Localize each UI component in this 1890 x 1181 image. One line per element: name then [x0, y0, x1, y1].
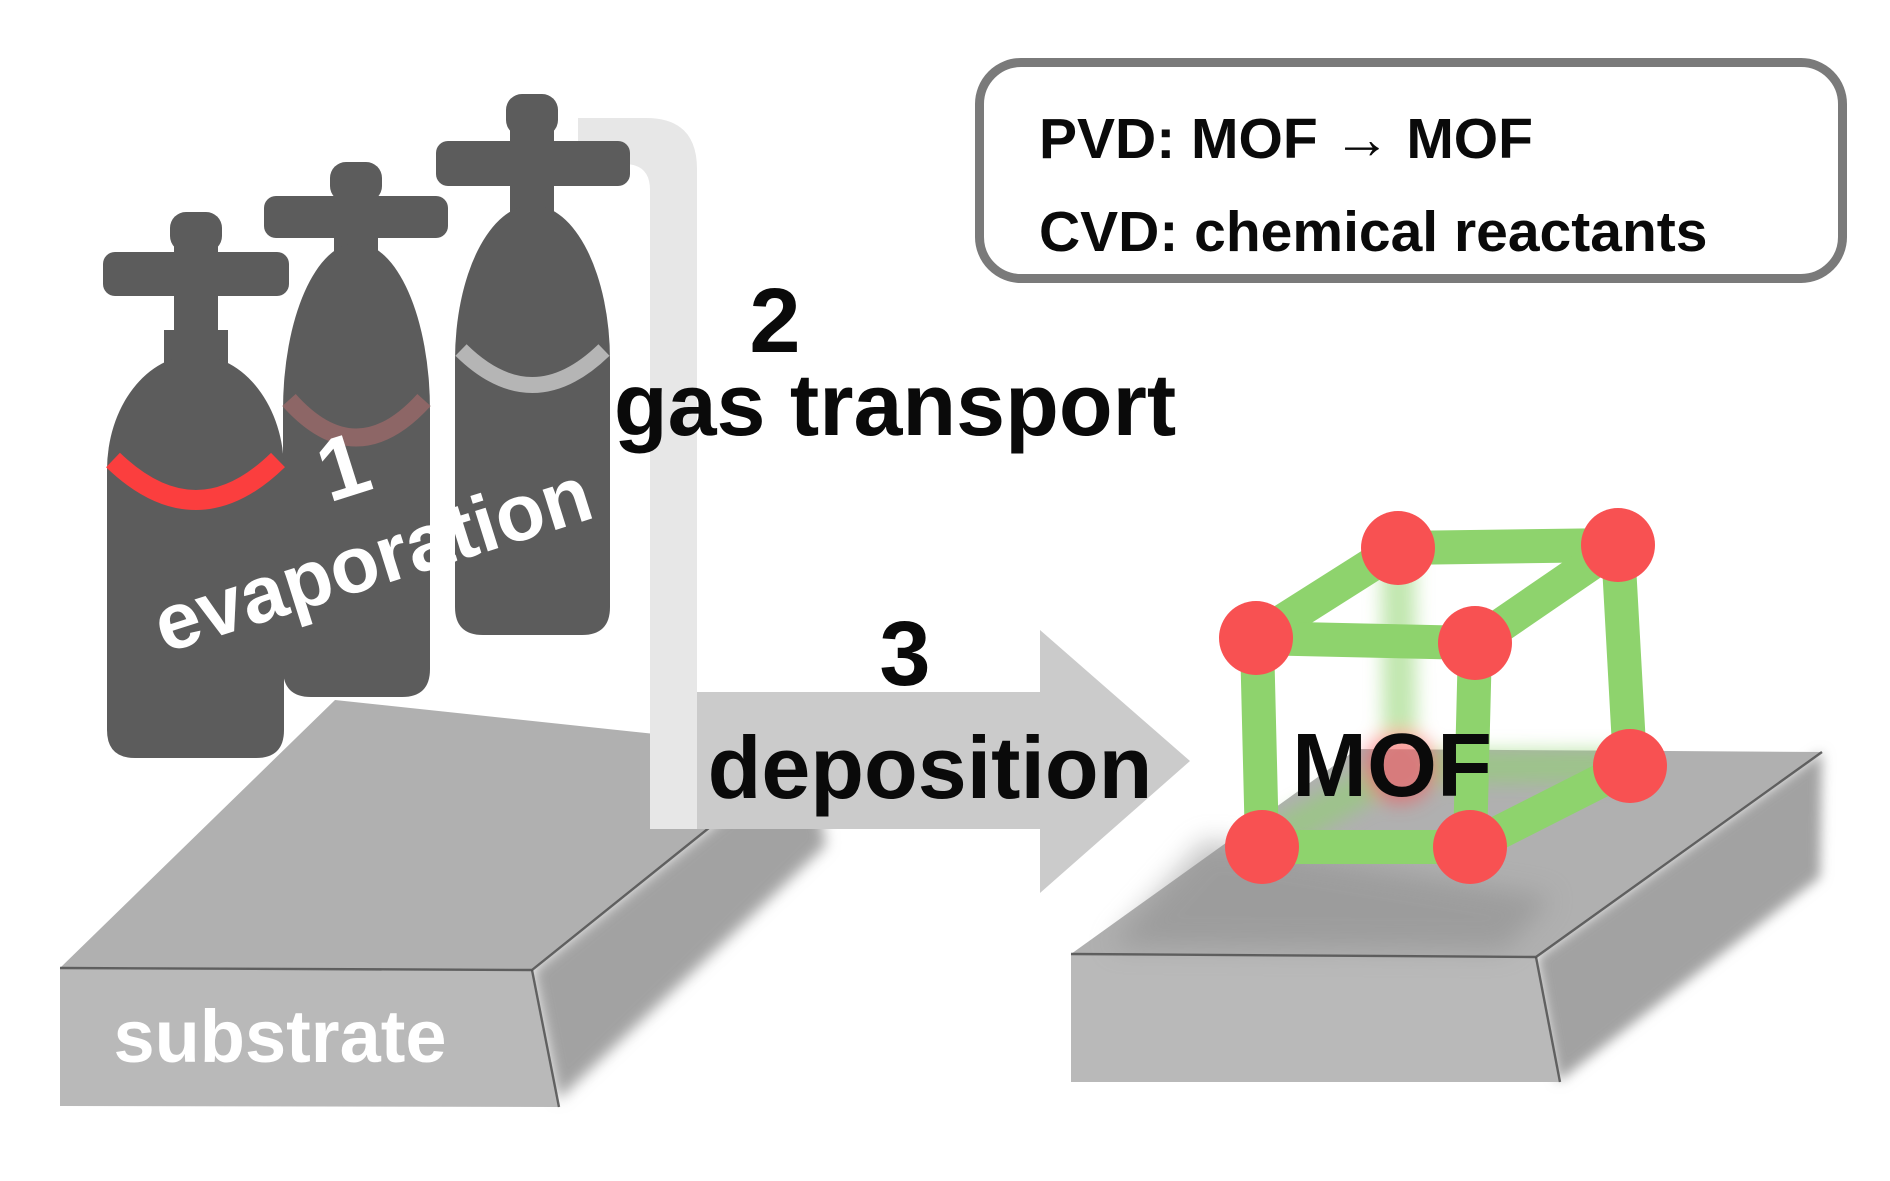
mof-cube	[1219, 508, 1667, 884]
substrate-left-top-face	[60, 700, 806, 970]
info-box-line-cvd: CVD: chemical reactants	[1039, 200, 1708, 264]
gas-pipe	[578, 118, 697, 829]
mof-label: MOF	[1292, 716, 1492, 816]
cylinder-body	[455, 205, 610, 636]
substrate-right-front-face	[1071, 954, 1560, 1082]
substrate-right-corner-edge	[1534, 956, 1562, 1083]
substrate-left-front-face	[60, 968, 559, 1107]
step2-label: gas transport	[614, 355, 1176, 454]
gas-cylinder-middle	[264, 162, 448, 697]
substrate-left-side-face	[532, 750, 826, 1100]
gas-cylinder-left	[103, 212, 289, 758]
metal-node	[1219, 601, 1293, 675]
gas-cylinders	[103, 94, 630, 758]
deposition-arrow	[697, 630, 1190, 893]
cylinder-ring	[106, 452, 285, 510]
step3-number: 3	[879, 603, 930, 705]
substrate-right-side-face	[1536, 752, 1822, 1082]
cylinder-body	[107, 355, 284, 758]
metal-node	[1225, 810, 1299, 884]
substrate-left	[59, 700, 826, 1108]
cylinder-ring	[282, 393, 431, 447]
metal-node	[1593, 729, 1667, 803]
step2-number: 2	[749, 270, 800, 372]
cylinder-body	[283, 243, 430, 697]
info-box: PVD: MOF → MOF CVD: chemical reactants	[975, 58, 1847, 283]
substrate-label: substrate	[113, 995, 446, 1078]
step3-label: deposition	[708, 718, 1153, 817]
mof-cube-nodes	[1219, 508, 1667, 884]
cylinder-ring	[455, 344, 610, 393]
info-box-line-pvd: PVD: MOF → MOF	[1039, 107, 1533, 171]
metal-node	[1361, 511, 1435, 585]
metal-node	[1581, 508, 1655, 582]
metal-node	[1363, 730, 1437, 804]
mof-cube-shadow	[1110, 840, 1552, 950]
metal-node	[1433, 810, 1507, 884]
metal-node	[1438, 606, 1512, 680]
gas-cylinder-right	[436, 94, 630, 636]
substrate-left-corner-edge	[530, 969, 561, 1108]
